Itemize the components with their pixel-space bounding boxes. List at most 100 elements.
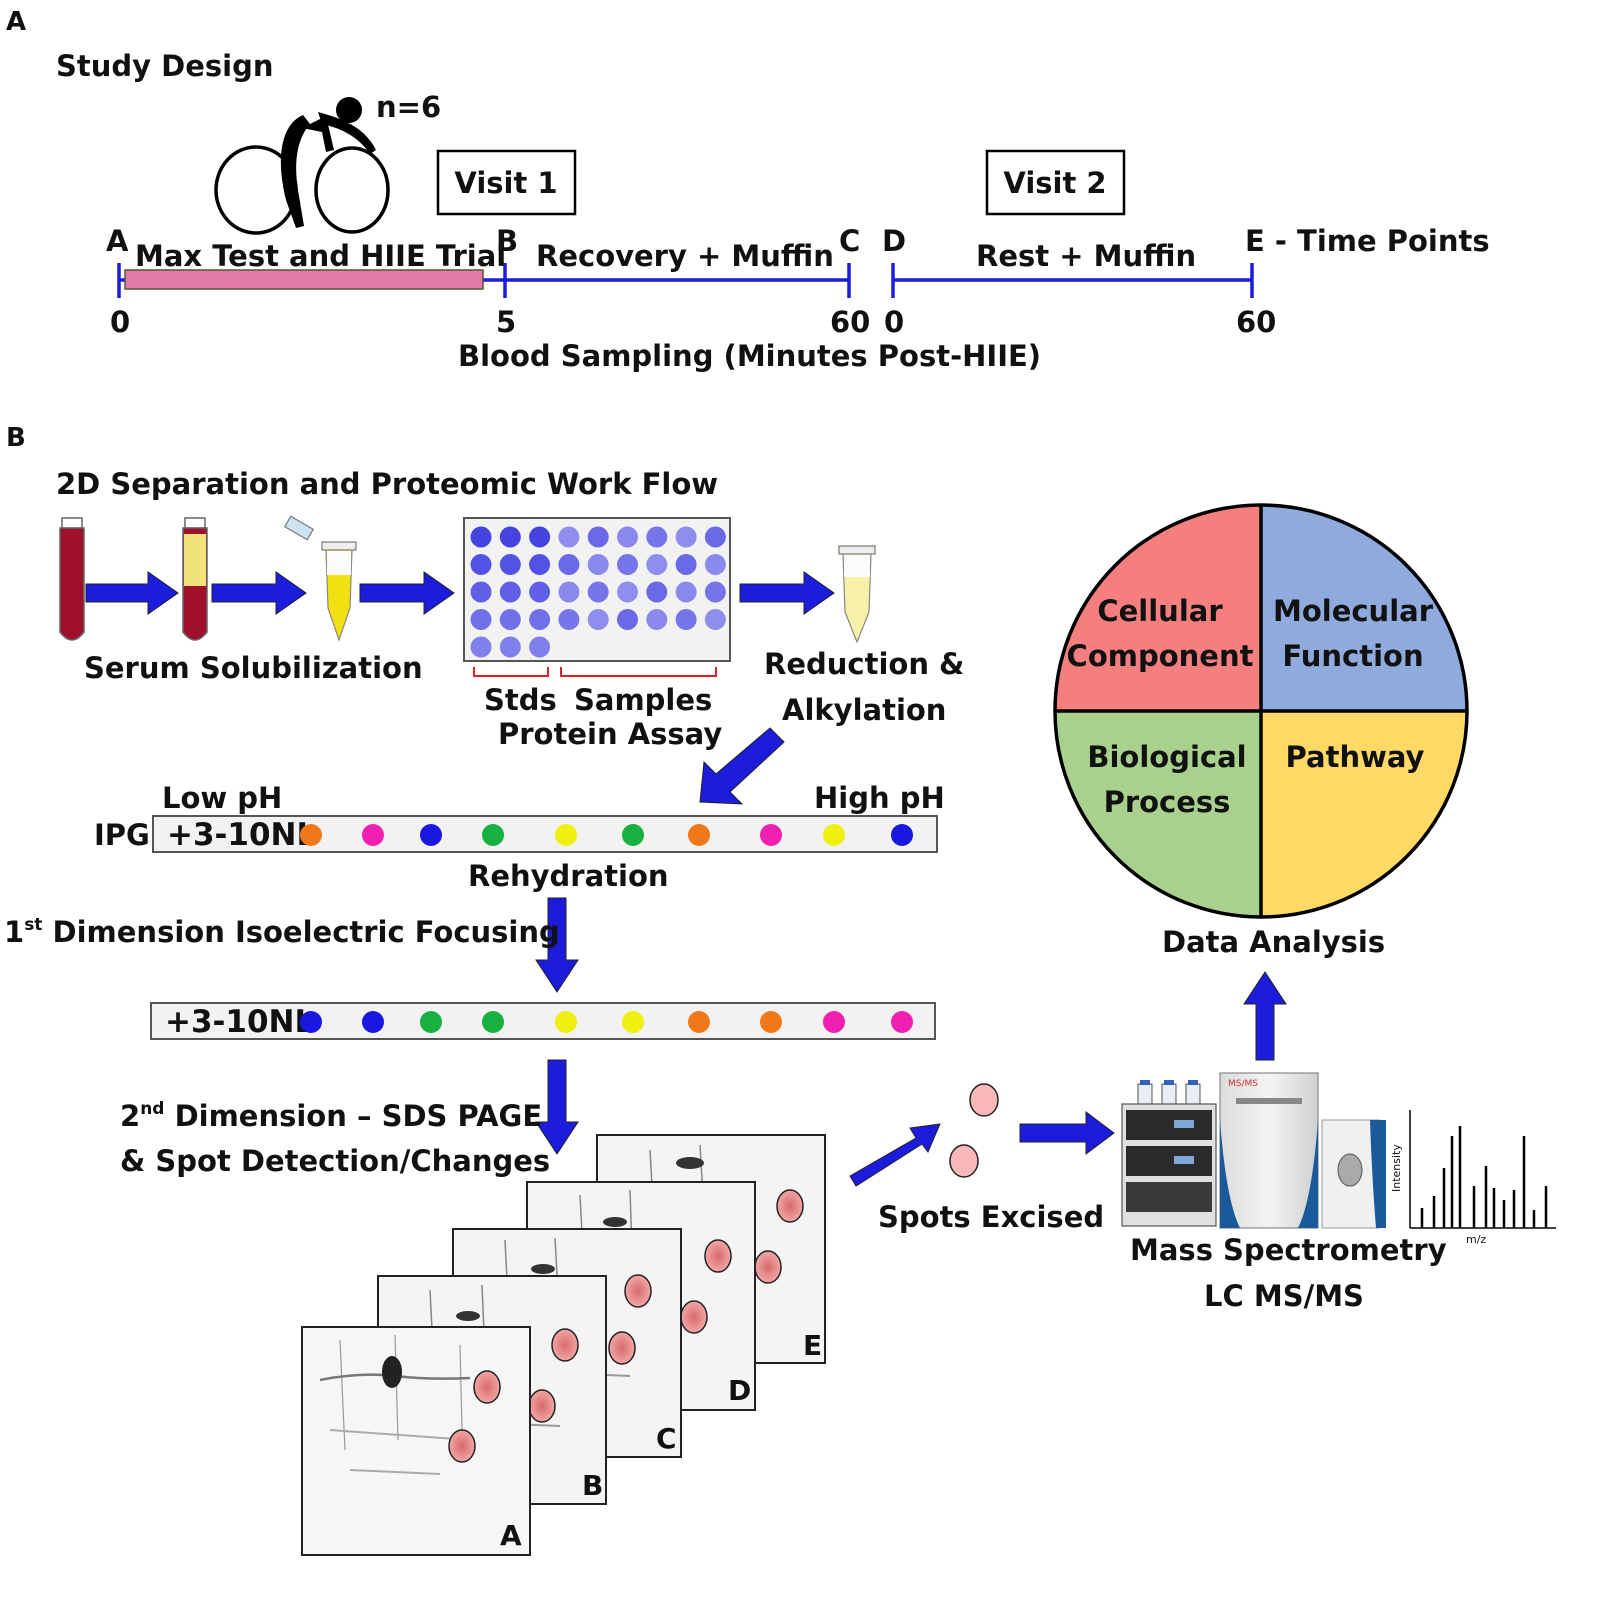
reduction-tube-icon xyxy=(838,545,876,644)
high-ph-label: High pH xyxy=(814,781,945,815)
plate-well xyxy=(675,554,697,575)
rehydration-label: Rehydration xyxy=(468,859,669,893)
tick-0-visit2: 0 xyxy=(884,305,904,339)
intensity-axis-label: Intensity xyxy=(1390,1144,1403,1192)
plate-well xyxy=(587,609,609,630)
pie-label-biological: Biological xyxy=(1087,740,1246,774)
plate-well xyxy=(617,526,638,548)
plate-well xyxy=(675,609,697,630)
ipg-label: IPG xyxy=(94,818,150,852)
plate-well xyxy=(558,554,580,575)
plate-well xyxy=(499,581,521,603)
eppendorf-tube-icon xyxy=(283,515,357,642)
plate-well xyxy=(646,609,668,630)
point-c: C xyxy=(839,224,860,258)
phase-recovery: Recovery + Muffin xyxy=(536,239,834,273)
stds-label: Stds xyxy=(484,683,557,717)
plate-well xyxy=(558,526,580,548)
visit-1-box xyxy=(436,149,577,216)
plate-well xyxy=(704,554,726,575)
stds-bracket xyxy=(473,667,549,677)
plate-well xyxy=(529,554,551,575)
strip-1-dot xyxy=(688,824,710,846)
sample-size: n=6 xyxy=(376,90,441,124)
ms-device-label: MS/MS xyxy=(1228,1079,1258,1089)
serum-tube-icon xyxy=(182,517,208,641)
panel-a-letter: A xyxy=(6,7,26,37)
data-analysis-label: Data Analysis xyxy=(1162,925,1385,959)
ms-instrument-icon: MS/MS xyxy=(1219,1072,1386,1229)
phase-max-test: Max Test and HIIE Trial xyxy=(135,239,506,273)
strip-1-range-label: +3-10NL xyxy=(167,817,316,853)
strip-1-dots xyxy=(300,824,913,846)
plate-well xyxy=(499,554,521,575)
trial-bar xyxy=(124,269,484,290)
strip-1-dot xyxy=(760,824,782,846)
first-dimension-label: 1st Dimension Isoelectric Focusing xyxy=(4,915,560,949)
mz-axis-label: m/z xyxy=(1466,1233,1486,1246)
plate-well xyxy=(499,526,521,548)
plate-well xyxy=(470,554,492,575)
strip-2-dots xyxy=(300,1011,913,1033)
second-dimension-label: 2nd Dimension – SDS PAGE xyxy=(120,1099,542,1133)
spot-detection-label: & Spot Detection/Changes xyxy=(120,1144,550,1178)
pie-label-pathway: Pathway xyxy=(1286,740,1425,774)
strip-2-dot xyxy=(688,1011,710,1033)
gel-e-label: E xyxy=(803,1329,822,1362)
protein-assay-label: Protein Assay xyxy=(498,717,722,751)
pie-label-function: Function xyxy=(1282,639,1423,673)
pie-pathway xyxy=(1261,711,1467,917)
strip-2-dot xyxy=(622,1011,644,1033)
tick-60: 60 xyxy=(830,305,870,339)
workflow-arrows xyxy=(85,571,835,615)
gel-c-label: C xyxy=(656,1422,677,1455)
plate-well xyxy=(529,609,551,630)
excised-spot-2 xyxy=(949,1144,979,1178)
plate-well xyxy=(470,581,492,603)
blood-tube-icon xyxy=(59,517,85,641)
strip-1-dot xyxy=(362,824,384,846)
strip-2-dot xyxy=(891,1011,913,1033)
strip-2-dot xyxy=(300,1011,322,1033)
gel-b-label: B xyxy=(582,1469,603,1502)
strip-2-dot xyxy=(760,1011,782,1033)
panel-b-letter: B xyxy=(6,423,26,453)
plate-well xyxy=(470,609,492,630)
blood-sampling-label: Blood Sampling (Minutes Post-HIIE) xyxy=(458,339,1041,373)
plate-well xyxy=(529,636,551,658)
strip-2-dot xyxy=(823,1011,845,1033)
plate-well xyxy=(529,581,551,603)
samples-label: Samples xyxy=(574,683,712,717)
plate-well xyxy=(499,636,521,658)
strip-2-dot xyxy=(420,1011,442,1033)
strip-1-dot xyxy=(891,824,913,846)
plate-well xyxy=(470,526,492,548)
sds-page-arrow xyxy=(535,1059,579,1155)
spots-excised-label: Spots Excised xyxy=(878,1200,1104,1234)
plate-well xyxy=(704,526,726,548)
ipg-strip-rehydration xyxy=(152,815,938,853)
strip-1-dot xyxy=(823,824,845,846)
gel-a-label: A xyxy=(500,1519,522,1552)
visit-2-label: Visit 2 xyxy=(1003,166,1106,200)
plate-well xyxy=(587,581,609,603)
visit-1-label: Visit 1 xyxy=(454,166,557,200)
lc-instrument-icon xyxy=(1121,1080,1217,1227)
alkylation-label: Alkylation xyxy=(782,693,946,727)
pie-biological-process xyxy=(1055,711,1261,917)
ms-arrow xyxy=(1019,1111,1115,1155)
strip-1-dot xyxy=(555,824,577,846)
pie-label-molecular: Molecular xyxy=(1273,594,1434,628)
plate-well xyxy=(529,526,551,548)
cyclist-icon xyxy=(214,97,390,235)
strip-2-dot xyxy=(555,1011,577,1033)
point-b: B xyxy=(496,224,518,258)
panel-b-title: 2D Separation and Proteomic Work Flow xyxy=(56,467,718,501)
plate-well xyxy=(675,526,697,548)
data-analysis-arrow xyxy=(1243,971,1287,1061)
reduction-label: Reduction & xyxy=(764,647,964,681)
plate-well xyxy=(704,609,726,630)
pie-label-component: Component xyxy=(1067,639,1254,673)
plate-wells xyxy=(470,526,726,658)
reduction-arrow xyxy=(699,727,785,805)
